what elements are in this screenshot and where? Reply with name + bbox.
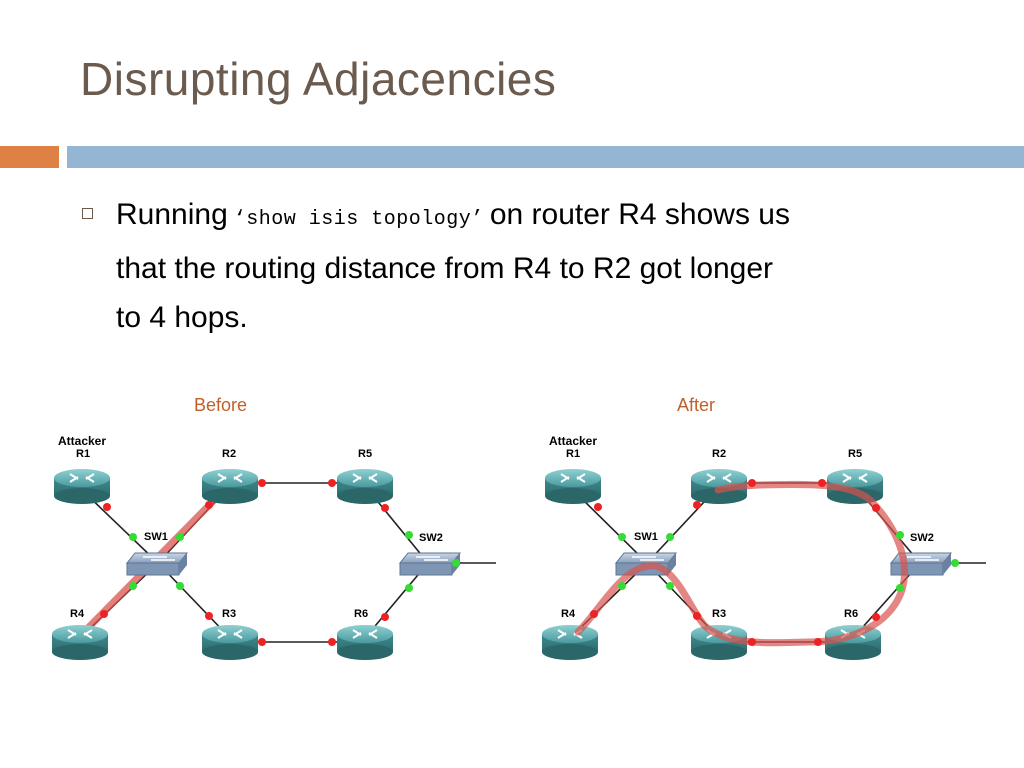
- router-r3-icon[interactable]: [201, 624, 259, 661]
- switch-sw1-icon[interactable]: [126, 552, 188, 576]
- bullet-square-icon: [82, 208, 93, 219]
- bullet-command: ‘show isis topology’: [233, 208, 484, 231]
- router-r1-icon[interactable]: [53, 468, 111, 505]
- slide-title: Disrupting Adjacencies: [80, 53, 557, 105]
- diagram-before: Attacker R1 R2 R5 SW1 SW2 R4 R3 R6: [51, 434, 496, 661]
- bullet-text: Running‘show isis topology’on router R4 …: [116, 190, 986, 342]
- bullet-line-3: to 4 hops.: [116, 301, 248, 334]
- after-r5-label: R5: [848, 448, 862, 460]
- router-r4-icon[interactable]: [51, 624, 109, 661]
- after-path-highlight: [574, 480, 908, 647]
- after-r3-label: R3: [712, 608, 726, 620]
- after-label: After: [677, 395, 716, 415]
- after-sw1-label: SW1: [634, 531, 658, 543]
- before-r2-label: R2: [222, 448, 236, 460]
- before-r5-label: R5: [358, 448, 372, 460]
- before-sw1-label: SW1: [144, 531, 168, 543]
- diagram-after: Attacker R1 R2 R5 SW1 SW2 R4 R3 R6: [541, 434, 986, 661]
- before-sw2-label: SW2: [419, 532, 443, 544]
- bullet-line-2: that the routing distance from R4 to R2 …: [116, 252, 774, 285]
- after-sw2-label: SW2: [910, 532, 934, 544]
- after-router-r4-icon[interactable]: [541, 624, 599, 661]
- router-r6-icon[interactable]: [336, 624, 394, 661]
- before-label: Before: [194, 395, 248, 415]
- before-r4-label: R4: [70, 608, 85, 620]
- after-port-dots: [590, 479, 959, 646]
- router-r2-icon[interactable]: [201, 468, 259, 505]
- after-r2-label: R2: [712, 448, 726, 460]
- router-r5-icon[interactable]: [336, 468, 394, 505]
- accent-bar-blue: [67, 146, 1024, 168]
- switch-sw2-icon[interactable]: [399, 552, 461, 576]
- after-r6-label: R6: [844, 608, 858, 620]
- after-attacker-label: Attacker: [549, 434, 597, 448]
- after-r4-label: R4: [561, 608, 576, 620]
- before-r1-label: R1: [76, 448, 90, 460]
- after-r1-label: R1: [566, 448, 580, 460]
- bullet-prefix: Running: [116, 198, 228, 231]
- before-r3-label: R3: [222, 608, 236, 620]
- before-port-dots: [100, 479, 460, 646]
- bullet-suffix: on router R4 shows us: [489, 198, 790, 231]
- after-router-r1-icon[interactable]: [544, 468, 602, 505]
- accent-bar-orange: [0, 146, 59, 168]
- before-r6-label: R6: [354, 608, 368, 620]
- before-attacker-label: Attacker: [58, 434, 106, 448]
